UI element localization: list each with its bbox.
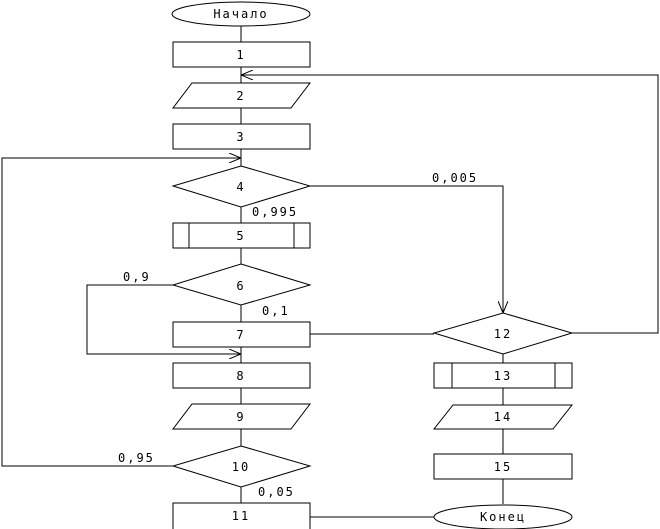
node-7-label: 7 xyxy=(236,328,245,342)
edge-label-6-left: 0,9 xyxy=(123,270,151,284)
node-3: 3 xyxy=(172,123,311,150)
edge-label-4-right: 0,005 xyxy=(432,171,478,185)
node-1-label: 1 xyxy=(236,48,245,62)
edge-label-4-down: 0,995 xyxy=(252,205,298,219)
connector-4-12 xyxy=(310,185,503,313)
node-end-label: Конец xyxy=(480,510,526,524)
node-15: 15 xyxy=(433,453,573,480)
node-10: 10 xyxy=(171,445,312,488)
edge-label-6-down: 0,1 xyxy=(262,304,290,318)
edge-label-10-left: 0,95 xyxy=(118,451,155,465)
node-2: 2 xyxy=(171,82,312,109)
node-15-label: 15 xyxy=(494,460,512,474)
connectors xyxy=(1,26,659,518)
connector-6-loop xyxy=(86,284,241,354)
node-10-label: 10 xyxy=(232,460,250,474)
node-8: 8 xyxy=(172,362,311,389)
node-6: 6 xyxy=(171,263,312,306)
node-12-label: 12 xyxy=(494,327,512,341)
node-11-label: 11 xyxy=(232,509,250,523)
node-2-label: 2 xyxy=(236,89,245,103)
node-12: 12 xyxy=(432,312,574,355)
node-13: 13 xyxy=(433,362,573,389)
edge-labels: 0,005 0,995 0,9 0,1 0,95 0,05 xyxy=(118,171,478,499)
edge-label-10-down: 0,05 xyxy=(258,485,295,499)
node-3-label: 3 xyxy=(236,130,245,144)
node-end: Конец xyxy=(433,504,573,529)
node-7: 7 xyxy=(172,321,311,348)
connector-10-loop xyxy=(1,158,241,467)
node-9: 9 xyxy=(171,403,312,430)
node-11: 11 xyxy=(172,502,311,529)
node-5-label: 5 xyxy=(236,229,245,243)
node-1: 1 xyxy=(172,41,311,68)
node-8-label: 8 xyxy=(236,369,245,383)
connector-12-loop xyxy=(241,75,659,334)
node-4-label: 4 xyxy=(236,180,245,194)
node-5: 5 xyxy=(172,222,311,249)
node-6-label: 6 xyxy=(236,279,245,293)
node-14-label: 14 xyxy=(494,410,512,424)
node-start: Начало xyxy=(171,1,311,27)
node-9-label: 9 xyxy=(236,410,245,424)
node-14: 14 xyxy=(432,404,574,430)
node-4: 4 xyxy=(171,165,312,208)
node-start-label: Начало xyxy=(213,7,268,21)
node-13-label: 13 xyxy=(494,369,512,383)
